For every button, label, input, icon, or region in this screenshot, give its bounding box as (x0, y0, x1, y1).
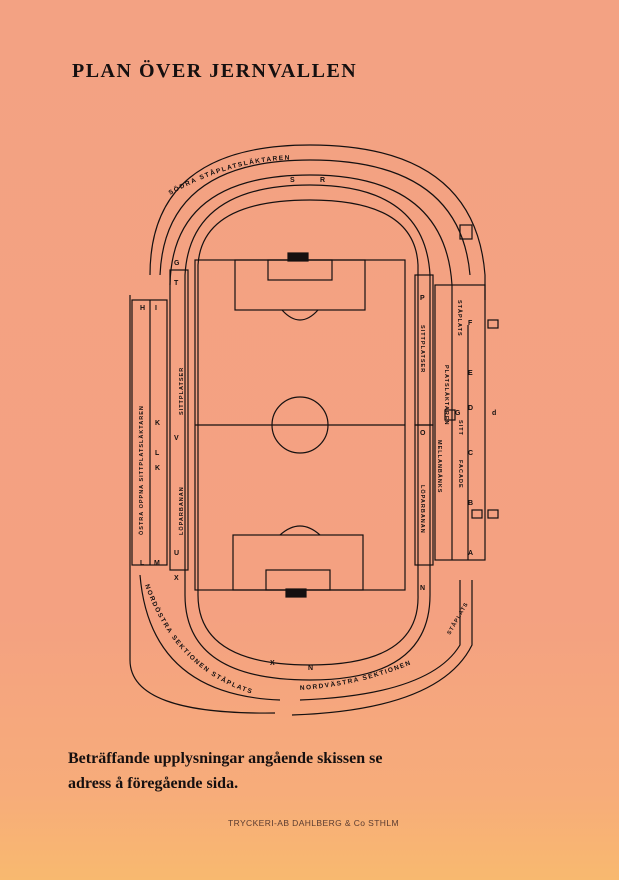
bottom-goal-area (265, 569, 331, 591)
letter-left-8: U (174, 550, 179, 557)
lopar-left-label: LÖPARBANAN (178, 486, 185, 535)
sw-stand (139, 574, 281, 701)
sitt-small-label: SITT (457, 420, 463, 436)
letter-left-3: V (174, 435, 179, 442)
centre-circle (271, 396, 329, 454)
note-line-1: Beträffande upplysningar angående skisse… (68, 750, 383, 767)
top-goal (287, 252, 309, 262)
letter-right-9: F (468, 320, 473, 327)
top-penalty-area (234, 259, 366, 311)
letter-top-s: S (290, 177, 295, 184)
stadium-plan: SÖDRA STÅPLATSLÄKTAREN NORDÖSTRA SEKTION… (129, 144, 499, 716)
letter-left-9: H (140, 305, 145, 312)
east-sitt-label: ÖSTRA OPPNA SITTPLATSLÄKTAREN (138, 405, 145, 535)
letter-right-8: E (468, 370, 473, 377)
letter-right-10: G (455, 410, 461, 417)
west-left-sitt-label: SITTPLATSER (179, 367, 185, 415)
letter-right-5: B (468, 500, 473, 507)
letter-left-2: K (155, 420, 160, 427)
stand-se-staplats-label: STÅPLATS (446, 601, 470, 636)
letter-top-r: R (320, 177, 325, 184)
letter-right-3: N (420, 585, 425, 592)
bottom-penalty-arc (279, 525, 321, 536)
letter-top-g: G (174, 260, 180, 267)
west-right-sitt-label: SITTPLATSER (419, 325, 425, 373)
letter-right-2: O (420, 430, 426, 437)
lopar-right-label: LÖPARBANAN (419, 485, 426, 534)
top-penalty-arc (281, 309, 319, 321)
letter-bottom-x: X (270, 660, 275, 667)
middle-ring (169, 174, 453, 286)
outer-stand-outline (129, 144, 486, 714)
letter-right-4: A (468, 550, 473, 557)
letter-left-6: M (154, 560, 160, 567)
stand-north-label: SÖDRA STÅPLATSLÄKTAREN (168, 155, 291, 197)
letter-bottom-n: N (308, 665, 313, 672)
letter-left-4: L (155, 450, 160, 457)
bottom-penalty-area (232, 534, 364, 591)
se-stand (291, 580, 473, 716)
right-building (434, 284, 486, 561)
letter-right-6: C (468, 450, 473, 457)
letter-left-10: I (155, 305, 157, 312)
letter-left-1: T (174, 280, 179, 287)
letter-right-1: P (420, 295, 425, 302)
top-goal-area (267, 259, 333, 281)
mellan-label: MELLANBÄNKS (436, 440, 443, 493)
page-title: PLAN ÖVER JERNVALLEN (72, 60, 358, 82)
gate-letter: d (492, 410, 496, 417)
right-stand-inner-2 (414, 424, 434, 566)
platsl-label: PLATSLÄKTAREN (443, 365, 450, 425)
outer-stand-inner (159, 159, 471, 276)
left-stand-inner (169, 269, 189, 571)
staplats-right-label: STÅPLATS (456, 300, 463, 337)
facade-label: FACADE (457, 460, 463, 489)
note-line-2: adress å föregående sida. (68, 775, 239, 792)
printer-imprint: TRYCKERI-AB DAHLBERG & Co STHLM (228, 818, 399, 828)
letter-left-7: L (140, 560, 145, 567)
letter-right-7: D (468, 405, 473, 412)
bottom-goal (285, 588, 307, 598)
note-text: Beträffande upplysningar angående skisse… (68, 746, 488, 796)
track-outer (184, 184, 431, 681)
letter-left-5: K (155, 465, 160, 472)
track-inner (197, 199, 419, 666)
letter-left-11: X (174, 575, 179, 582)
